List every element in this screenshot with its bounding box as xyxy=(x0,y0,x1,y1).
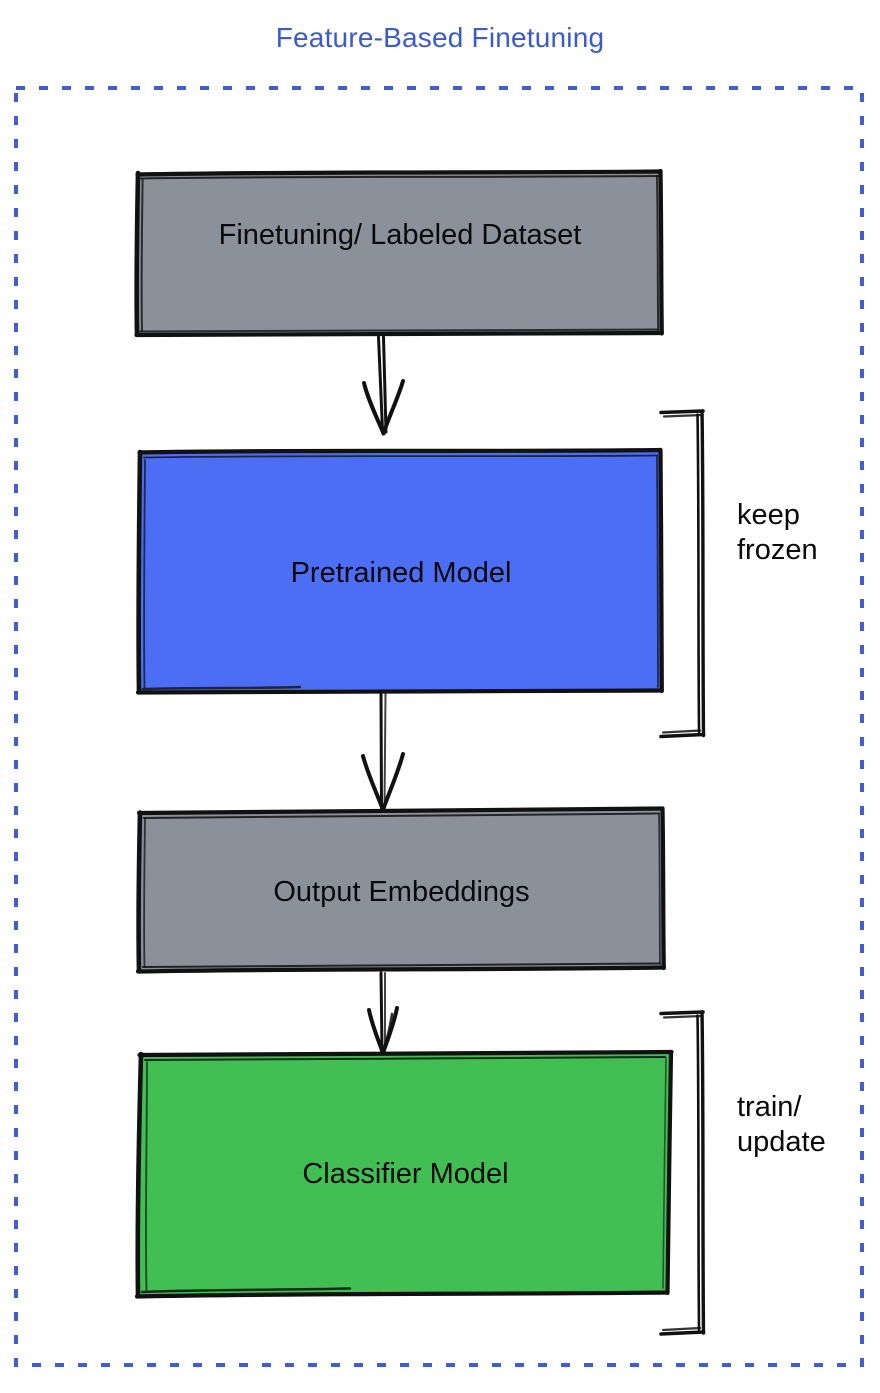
bracket-train-update xyxy=(659,1010,706,1336)
arrow-pretrained-to-embeddings xyxy=(361,692,405,812)
node-dataset[interactable] xyxy=(134,168,664,338)
node-label-pretrained-model: Pretrained Model xyxy=(290,557,512,589)
node-pretrained-model[interactable] xyxy=(135,447,664,695)
arrow-embeddings-to-classifier xyxy=(367,971,399,1055)
arrow-dataset-to-pretrained xyxy=(362,335,405,436)
node-output-embeddings[interactable] xyxy=(135,806,666,974)
dashed-outer-frame xyxy=(14,86,864,1367)
page-title: Feature-Based Finetuning xyxy=(275,22,605,53)
node-classifier-model[interactable] xyxy=(134,1049,674,1299)
bracket-keep-frozen xyxy=(659,409,706,739)
node-label-classifier-model: Classifier Model xyxy=(302,1158,509,1190)
node-label-dataset: Finetuning/ Labeled Dataset xyxy=(218,219,582,251)
bracket-label-keep-frozen: keep frozen xyxy=(737,499,818,566)
bracket-label-train-update: train/ update xyxy=(737,1091,826,1158)
node-label-output-embeddings: Output Embeddings xyxy=(273,876,530,908)
